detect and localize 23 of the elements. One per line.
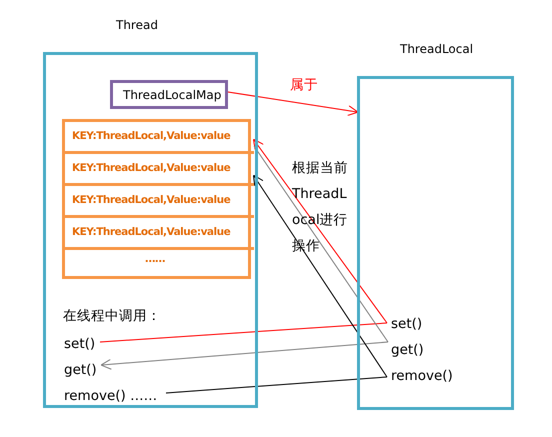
entry-text: KEY:ThreadLocal,Value:value <box>72 226 230 238</box>
method-name: set() <box>390 316 424 332</box>
arrow <box>252 174 388 378</box>
method-name: get() <box>390 342 425 358</box>
connector-line <box>166 376 388 394</box>
method-name: remove() <box>390 368 454 384</box>
entry-text: KEY:ThreadLocal,Value:value <box>72 130 230 142</box>
connector-line <box>100 322 388 342</box>
entry-text: KEY:ThreadLocal,Value:value <box>72 162 230 174</box>
method-name: get() <box>64 362 98 378</box>
panel-title: ThreadLocal <box>400 42 474 56</box>
entry-table <box>62 119 251 279</box>
entry-text: …… <box>145 253 165 265</box>
arrow <box>100 342 388 370</box>
entry-text: KEY:ThreadLocal,Value:value <box>72 194 230 206</box>
panel-title: Thread <box>116 18 158 32</box>
method-name: set() <box>64 336 96 352</box>
map-title: ThreadLocalMap <box>123 88 222 102</box>
method-name: remove() …… <box>64 388 158 404</box>
map-box <box>110 80 228 109</box>
heading-text: 在线程中调用： <box>63 307 162 326</box>
edge-label: 属于 <box>290 76 318 94</box>
arrow <box>228 92 358 116</box>
